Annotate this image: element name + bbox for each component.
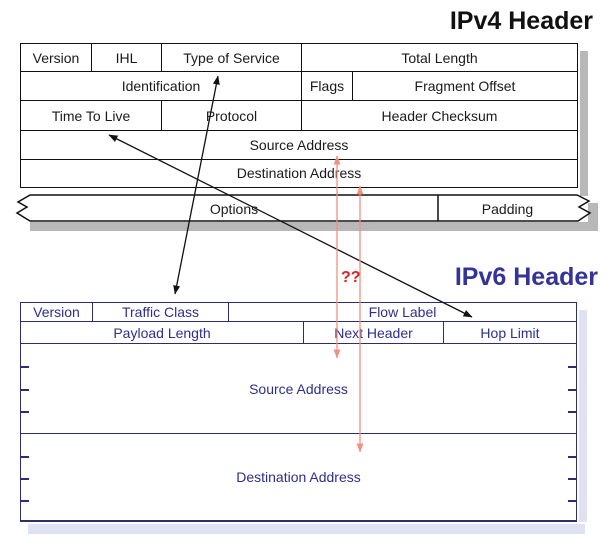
ipv4-field-protocol: Protocol <box>162 101 302 130</box>
ipv4-header-title: IPv4 Header <box>449 7 593 35</box>
word-boundary-tick <box>568 366 576 368</box>
ipv6-header-table: Version Traffic Class Flow Label Payload… <box>20 302 577 522</box>
options-strip-shadow-bottom <box>30 222 598 231</box>
ipv4-field-padding: Padding <box>481 200 534 217</box>
word-boundary-tick <box>568 500 576 502</box>
ipv6-field-source-address: Source Address <box>249 380 348 397</box>
ipv4-row-4: Source Address <box>21 131 577 160</box>
word-boundary-tick <box>21 411 29 413</box>
ipv6-field-traffic-class: Traffic Class <box>93 303 229 321</box>
word-boundary-tick <box>568 478 576 480</box>
ipv6-row-1: Version Traffic Class Flow Label <box>21 303 576 322</box>
ipv4-field-time-to-live: Time To Live <box>21 101 162 130</box>
ipv6-field-version: Version <box>21 303 93 321</box>
ipv4-row-1: Version IHL Type of Service Total Length <box>21 44 577 72</box>
ipv4-row-2: Identification Flags Fragment Offset <box>21 72 577 101</box>
word-boundary-tick <box>568 411 576 413</box>
uncertain-mapping-label: ?? <box>341 269 361 286</box>
ipv6-row-source: Source Address <box>21 344 576 434</box>
ipv4-field-fragment-offset: Fragment Offset <box>414 78 516 94</box>
word-boundary-tick <box>21 366 29 368</box>
ipv6-field-next-header: Next Header <box>304 322 444 343</box>
ipv4-field-type-of-service: Type of Service <box>162 44 302 71</box>
ipv4-field-header-checksum: Header Checksum <box>381 107 498 124</box>
word-boundary-tick <box>21 389 29 391</box>
ipv4-field-version: Version <box>21 44 92 71</box>
ipv4-field-ihl: IHL <box>92 44 162 71</box>
ipv6-header-title: IPv6 Header <box>454 263 598 291</box>
word-boundary-tick <box>568 389 576 391</box>
ipv4-field-flags: Flags <box>302 72 353 100</box>
word-boundary-tick <box>21 500 29 502</box>
ipv4-field-total-length: Total Length <box>401 49 478 66</box>
ipv4-table-shadow-right <box>580 51 588 196</box>
ipv6-field-hop-limit: Hop Limit <box>480 324 540 341</box>
ipv4-row-5: Destination Address <box>21 160 577 186</box>
word-boundary-tick <box>21 478 29 480</box>
ipv4-field-source-address: Source Address <box>249 137 349 153</box>
ipv6-field-payload-length: Payload Length <box>21 322 304 343</box>
ipv4-header-table: Version IHL Type of Service Total Length… <box>20 43 578 188</box>
ipv4-row-3: Time To Live Protocol Header Checksum <box>21 101 577 131</box>
word-boundary-tick <box>568 456 576 458</box>
options-strip-shadow-right <box>588 203 598 222</box>
ipv6-table-shadow-bottom <box>28 524 585 534</box>
ipv4-field-options: Options <box>209 200 259 217</box>
ipv4-field-identification: Identification <box>21 72 302 100</box>
ipv4-field-destination-address: Destination Address <box>236 165 362 181</box>
word-boundary-tick <box>21 456 29 458</box>
ipv6-field-destination-address: Destination Address <box>236 469 361 485</box>
ipv6-table-shadow-right <box>579 310 587 522</box>
ipv6-row-2: Payload Length Next Header Hop Limit <box>21 322 576 344</box>
ipv6-row-destination: Destination Address <box>21 434 576 521</box>
ipv6-field-flow-label: Flow Label <box>368 304 437 320</box>
